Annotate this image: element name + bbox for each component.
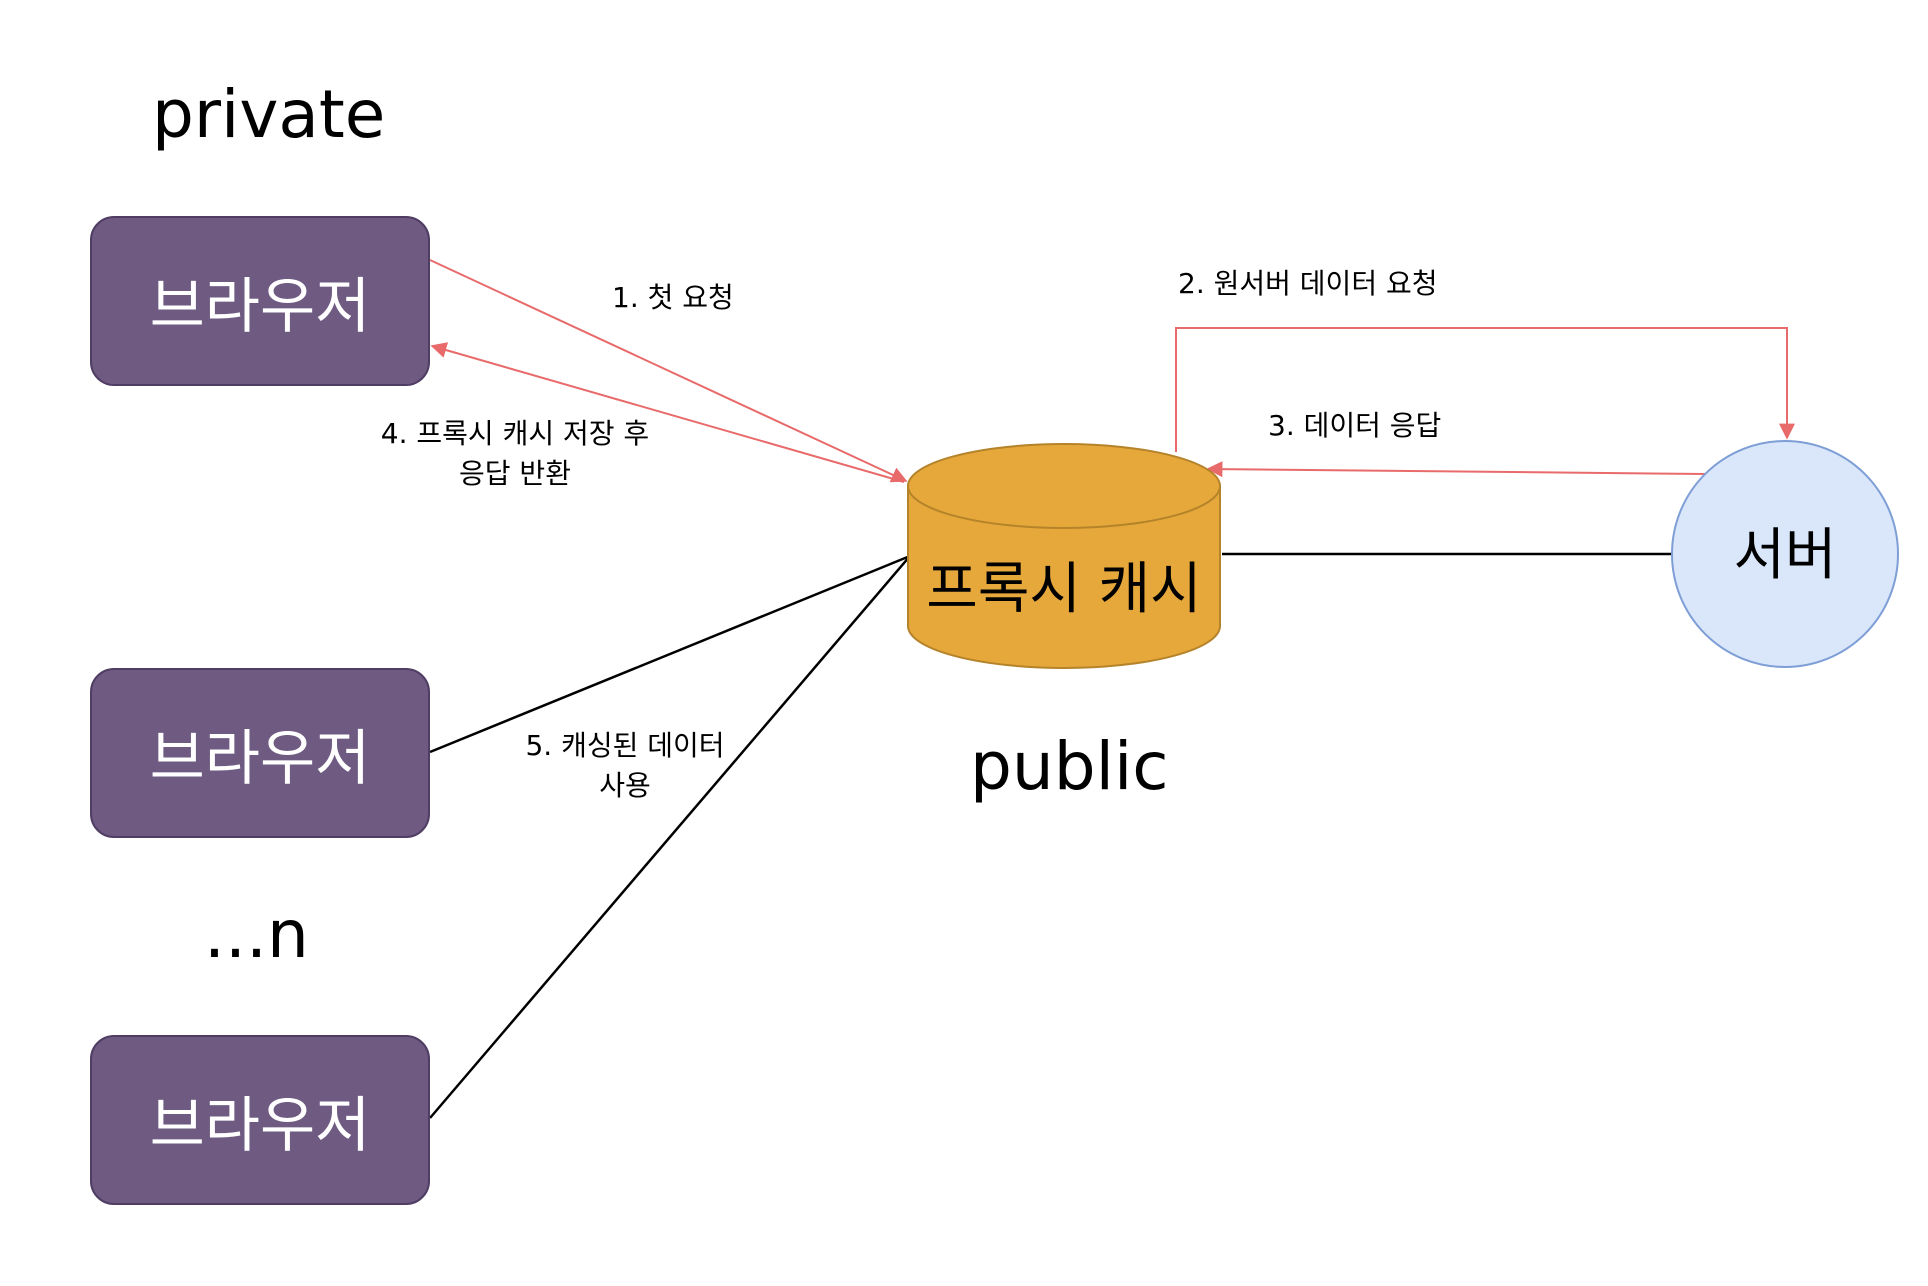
proxy-cache-label: 프록시 캐시 bbox=[926, 556, 1202, 622]
step4-label-line2: 응답 반환 bbox=[459, 457, 571, 490]
browser-node-1-label: 브라우저 bbox=[149, 271, 371, 342]
step5-label-line1: 5. 캐싱된 데이터 bbox=[525, 729, 725, 762]
private-label: private bbox=[152, 76, 386, 153]
arrow-origin-request bbox=[1175, 327, 1795, 452]
step3-label: 3. 데이터 응답 bbox=[1268, 409, 1442, 442]
arrow-data-response bbox=[1206, 461, 1707, 478]
arrow-first-request bbox=[429, 259, 908, 483]
browser-node-2-label: 브라우저 bbox=[149, 723, 371, 794]
line-browser3-cache bbox=[429, 555, 911, 1119]
browser-node-3: 브라우저 bbox=[90, 1035, 430, 1205]
arrow-cache-response bbox=[430, 342, 905, 483]
server-label: 서버 bbox=[1733, 522, 1837, 588]
step4-label-line1: 4. 프록시 캐시 저장 후 bbox=[380, 417, 650, 450]
step4-label: 4. 프록시 캐시 저장 후 응답 반환 bbox=[360, 414, 670, 494]
proxy-cache-cylinder bbox=[907, 443, 1221, 669]
server-circle bbox=[1671, 440, 1899, 668]
step2-label: 2. 원서버 데이터 요청 bbox=[1178, 267, 1438, 300]
ellipsis-label: ...n bbox=[204, 896, 309, 973]
browser-node-1: 브라우저 bbox=[90, 216, 430, 386]
step5-label-line2: 사용 bbox=[599, 769, 651, 802]
browser-node-2: 브라우저 bbox=[90, 668, 430, 838]
line-browser2-cache bbox=[429, 554, 911, 754]
step1-label: 1. 첫 요청 bbox=[612, 281, 734, 314]
browser-node-3-label: 브라우저 bbox=[149, 1090, 371, 1161]
step5-label: 5. 캐싱된 데이터 사용 bbox=[510, 726, 740, 806]
public-label: public bbox=[970, 728, 1169, 805]
